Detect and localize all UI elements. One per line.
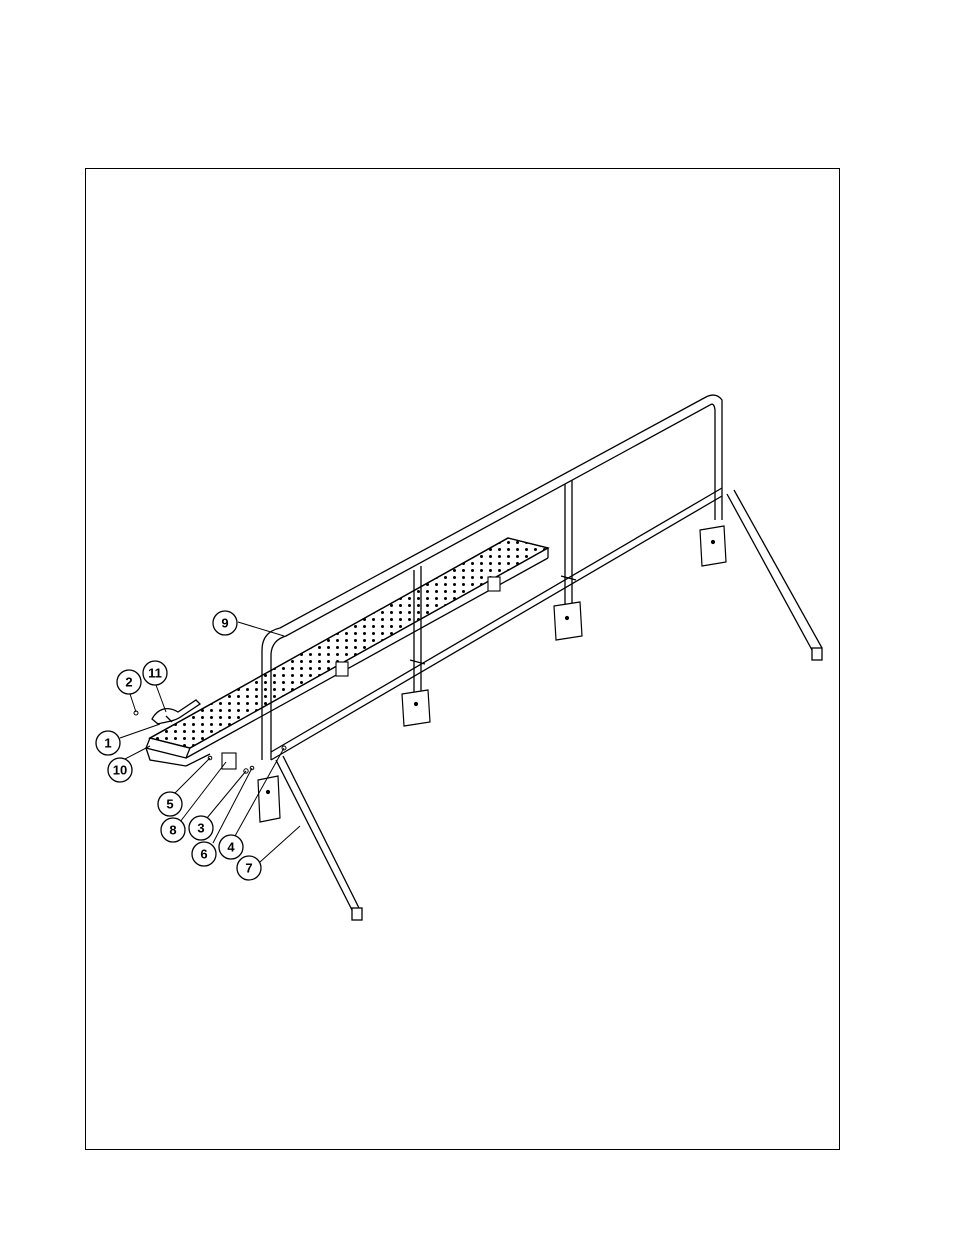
callout-label: 10	[113, 763, 127, 778]
callout-label: 3	[197, 821, 204, 836]
callout-8: 8	[161, 818, 185, 842]
callout-label: 4	[227, 840, 235, 855]
callout-4: 4	[219, 835, 243, 859]
callout-5: 5	[158, 792, 182, 816]
walkway-plank	[146, 538, 548, 766]
diagonal-braces	[276, 490, 822, 920]
callout-11: 11	[143, 661, 167, 685]
callout-7: 7	[237, 856, 261, 880]
callout-6: 6	[192, 842, 216, 866]
callout-1: 1	[96, 731, 120, 755]
callout-label: 1	[104, 736, 111, 751]
callout-9: 9	[213, 611, 237, 635]
callout-label: 5	[166, 797, 173, 812]
callout-label: 9	[221, 616, 228, 631]
callout-label: 6	[200, 847, 207, 862]
callout-3: 3	[189, 816, 213, 840]
plank-brackets	[222, 577, 500, 769]
callout-10: 10	[108, 758, 132, 782]
callout-label: 2	[125, 675, 132, 690]
callout-label: 7	[245, 861, 252, 876]
callout-label: 11	[148, 666, 162, 681]
callout-label: 8	[169, 823, 176, 838]
callout-2: 2	[117, 670, 141, 694]
